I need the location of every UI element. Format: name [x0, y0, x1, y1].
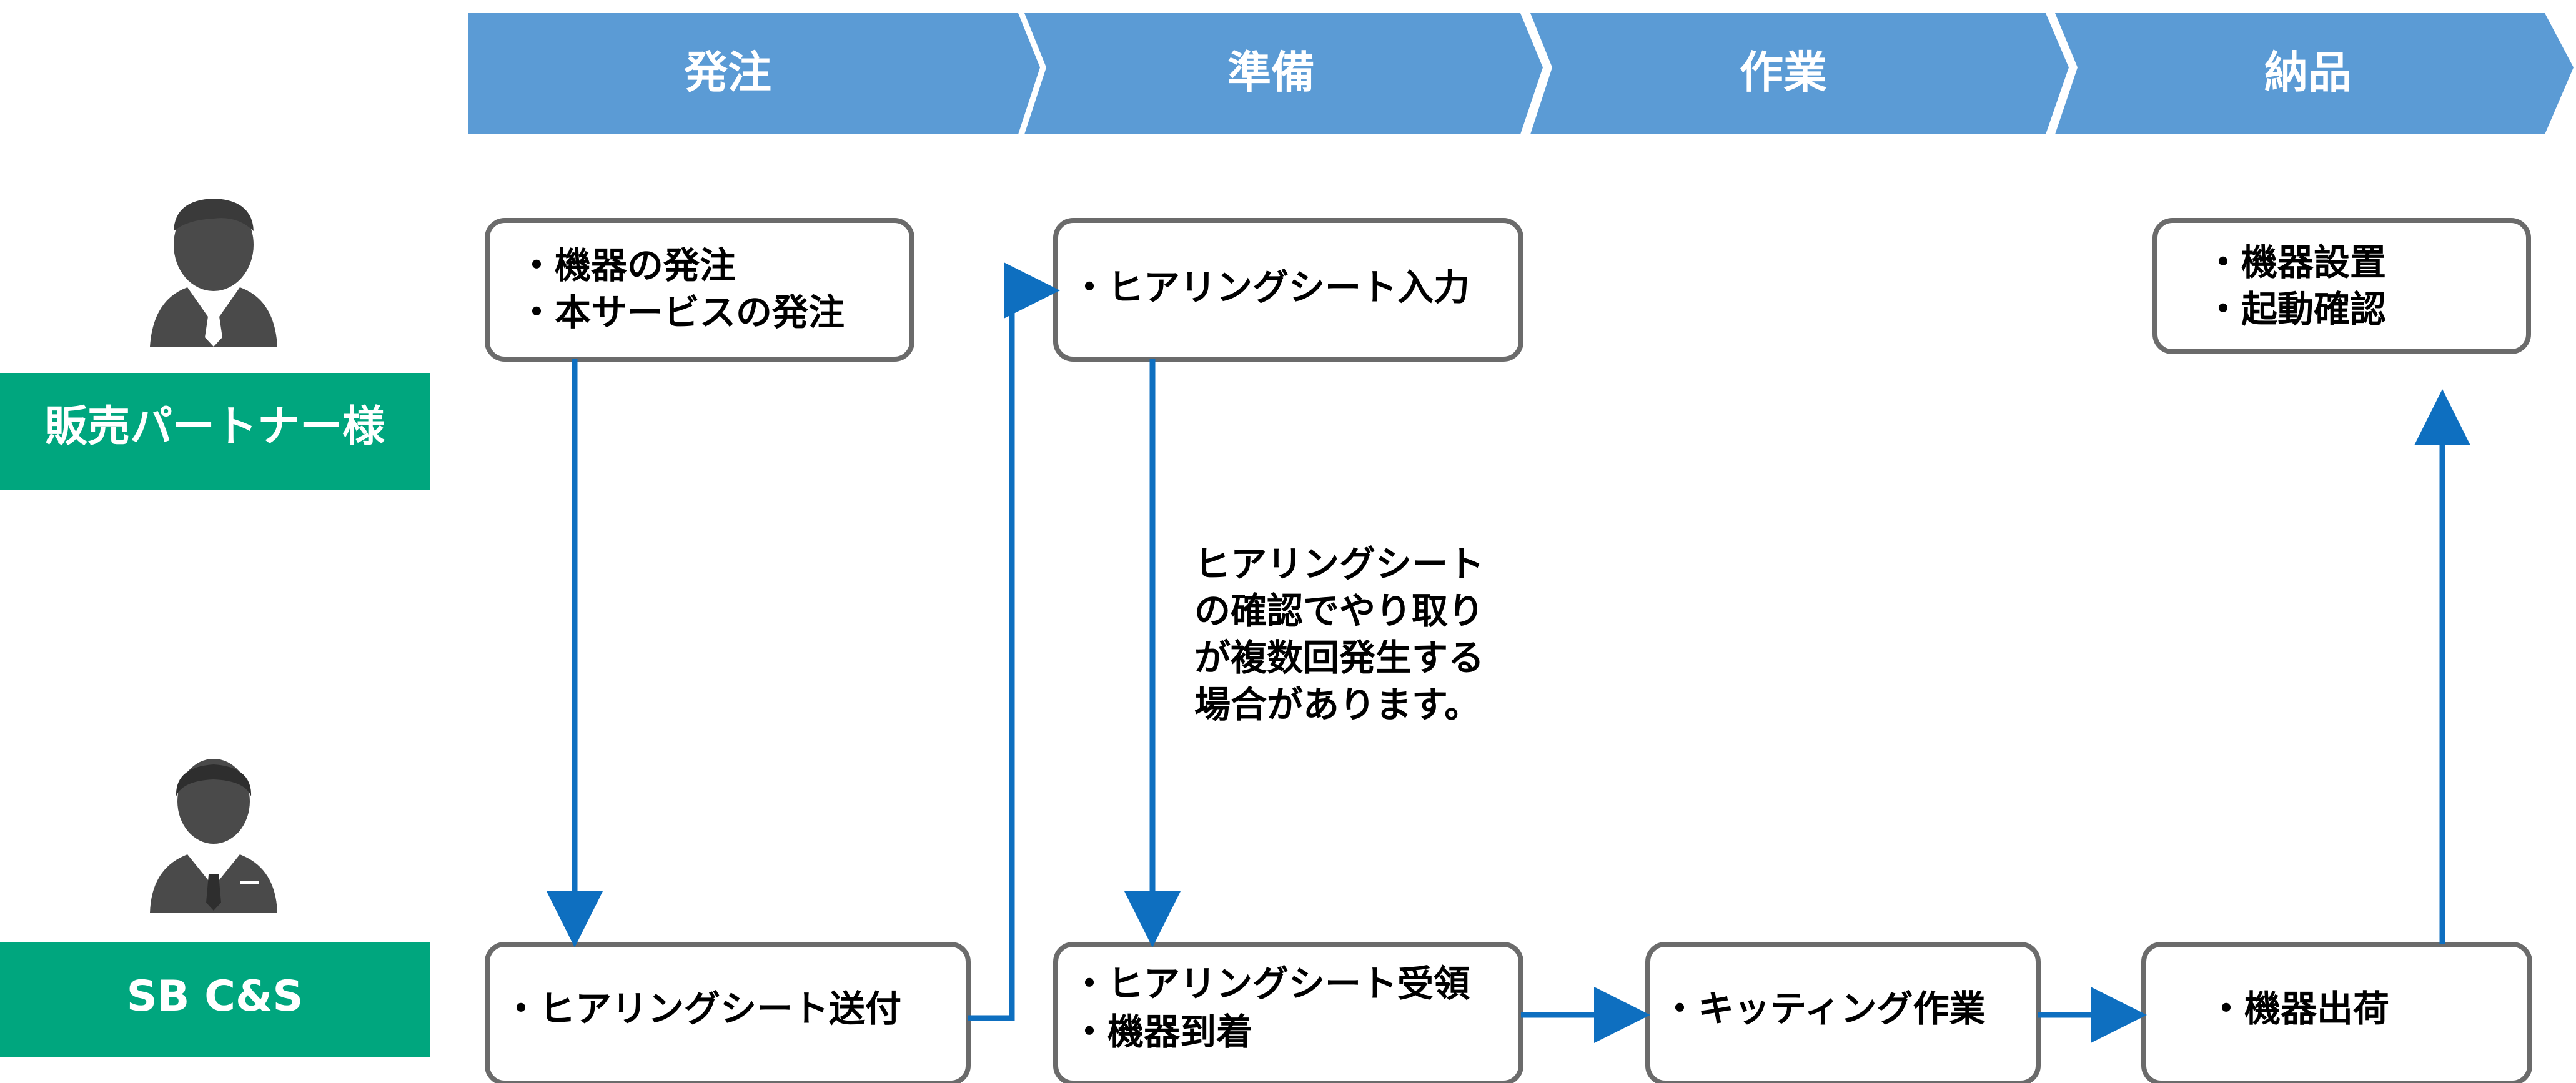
phase-work: 作業 [1530, 13, 2069, 134]
box-hearing-receive: ・ヒアリングシート受領 ・機器到着 [1053, 942, 1523, 1083]
phase-order: 発注 [468, 13, 1040, 134]
box-hearing-input: ・ヒアリングシート入力 [1053, 218, 1523, 362]
box-kitting-line-1: ・キッティング作業 [1662, 987, 1986, 1030]
box-order: ・機器の発注 ・本サービスの発注 [485, 218, 914, 362]
note-line-3: が複数回発生する [1194, 636, 1484, 679]
businessman-icon [150, 199, 277, 347]
box-install-line-1: ・機器設置 [2205, 241, 2386, 284]
businessman-suit-icon [150, 759, 277, 913]
phase-prep-label: 準備 [1227, 47, 1315, 98]
box-ship: ・機器出荷 [2141, 942, 2532, 1083]
box-kitting: ・キッティング作業 [1645, 942, 2041, 1083]
connectors [547, 262, 2470, 1043]
box-install-line-2: ・起動確認 [2205, 288, 2386, 330]
phase-delivery: 納品 [2055, 13, 2574, 134]
actor-partner-label: 販売パートナー様 [45, 402, 385, 452]
note-line-2: の確認でやり取り [1194, 590, 1484, 632]
arrow-send-to-input [968, 262, 1060, 1021]
actor-sbcs: SB C&S [0, 759, 430, 1057]
box-order-line-2: ・本サービスの発注 [518, 291, 845, 334]
note: ヒアリングシート の確認でやり取り が複数回発生する 場合があります。 [1194, 543, 1484, 726]
phase-work-label: 作業 [1740, 47, 1827, 98]
actor-partner: 販売パートナー様 [0, 199, 430, 490]
box-hearing-send: ・ヒアリングシート送付 [485, 942, 971, 1083]
note-line-4: 場合があります。 [1194, 683, 1480, 726]
phase-delivery-label: 納品 [2264, 47, 2352, 98]
box-hearing-send-line-1: ・ヒアリングシート送付 [503, 987, 901, 1030]
phase-order-label: 発注 [684, 47, 771, 98]
box-hearing-receive-line-1: ・ヒアリングシート受領 [1071, 962, 1470, 1005]
box-order-line-1: ・機器の発注 [518, 244, 736, 287]
phase-prep: 準備 [1024, 13, 1543, 134]
box-ship-line-1: ・機器出荷 [2208, 987, 2389, 1030]
box-install: ・機器設置 ・起動確認 [2152, 218, 2531, 354]
actor-sbcs-label: SB C&S [127, 972, 304, 1021]
phase-header: 発注 準備 作業 納品 [468, 13, 2574, 134]
box-hearing-receive-line-2: ・機器到着 [1071, 1011, 1252, 1053]
box-hearing-input-line-1: ・ヒアリングシート入力 [1071, 266, 1470, 309]
note-line-1: ヒアリングシート [1194, 543, 1484, 585]
